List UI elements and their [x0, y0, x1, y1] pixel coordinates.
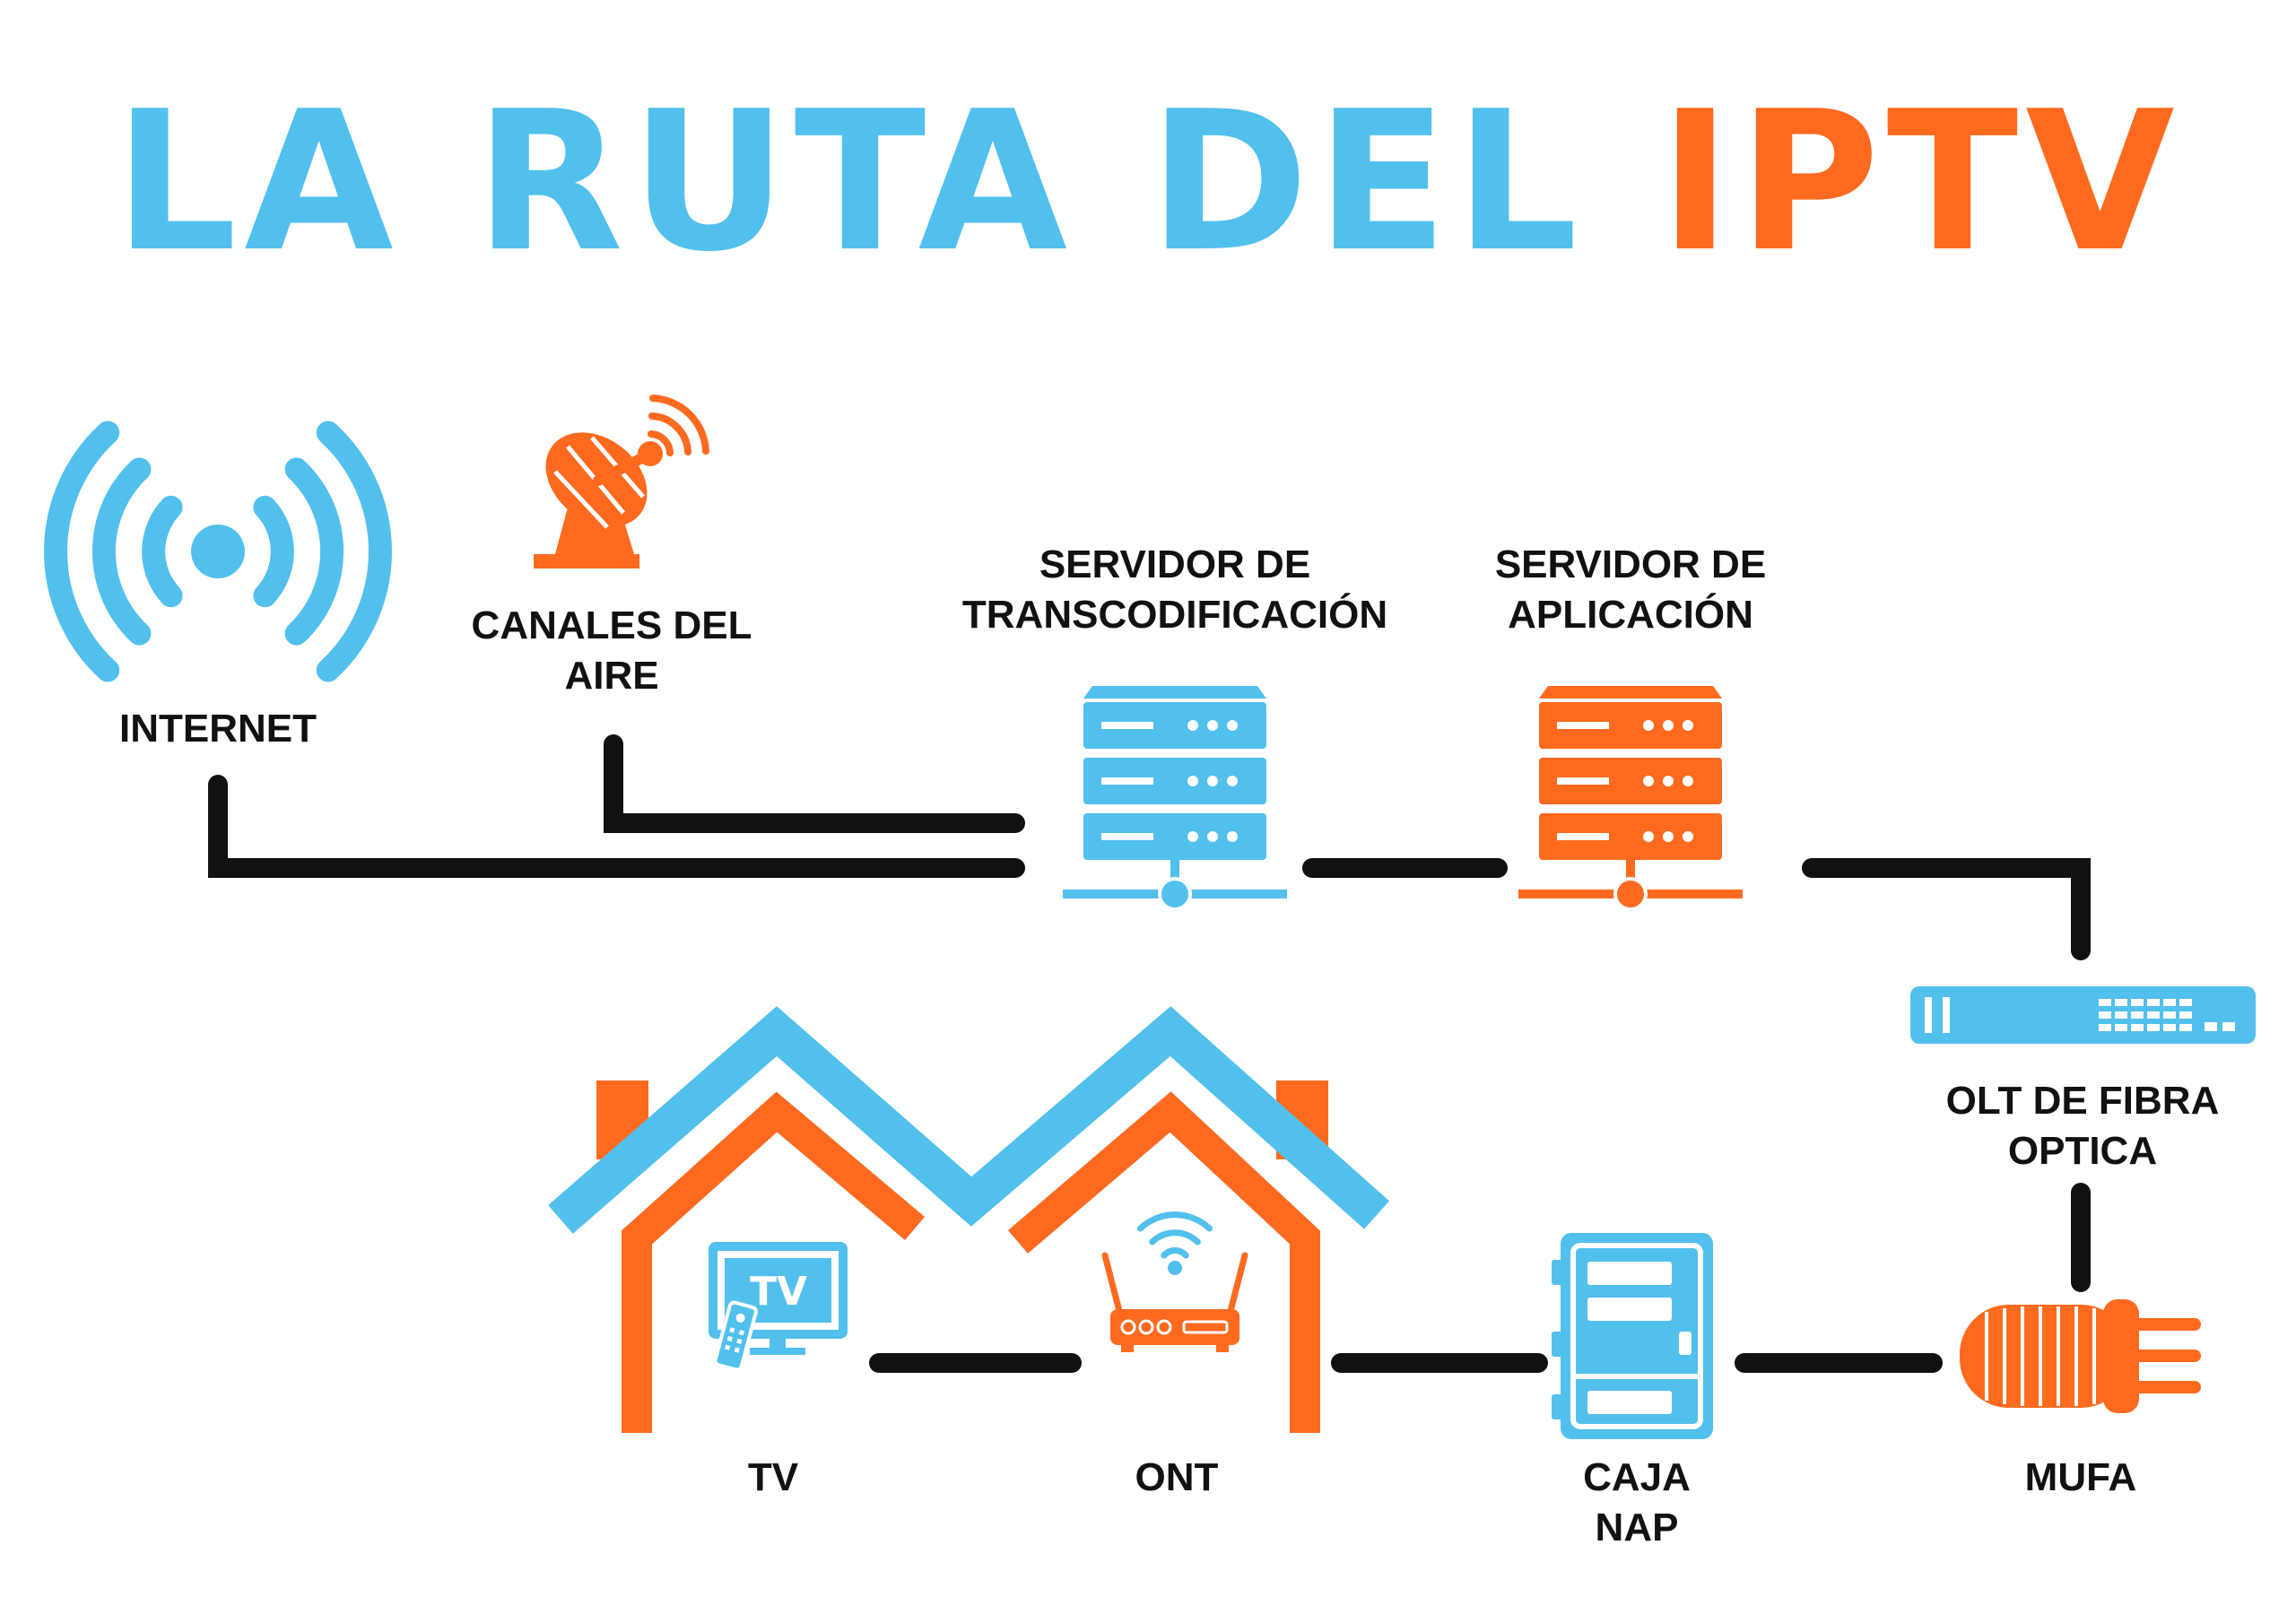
server-icon-app — [1518, 686, 1743, 911]
router-icon — [1101, 1211, 1248, 1352]
tv-screen-text: TV — [750, 1269, 807, 1315]
wifi-signal-icon — [44, 421, 392, 682]
label-app-server: SERVIDOR DE APLICACIÓN — [1494, 542, 1767, 637]
label-ont: ONT — [1135, 1455, 1219, 1499]
server-icon-transcoder — [1063, 686, 1287, 911]
page-title: LA RUTA DEL IPTV — [0, 85, 2296, 278]
connector-internet — [208, 775, 1025, 878]
label-transcoder: SERVIDOR DE TRANSCODIFICACIÓN — [961, 542, 1388, 637]
label-internet: INTERNET — [119, 707, 317, 751]
connector-channels — [604, 734, 1025, 833]
olt-device-icon — [1910, 986, 2256, 1044]
label-mufa: MUFA — [2024, 1455, 2137, 1499]
connector-app-olt — [1802, 858, 2091, 960]
title-part-2: IPTV — [1659, 69, 2182, 294]
splice-closure-icon — [1960, 1299, 2201, 1413]
tv-icon: TV — [709, 1242, 848, 1372]
label-tv: TV — [747, 1455, 799, 1499]
house-icon — [548, 1006, 1389, 1433]
label-nap: CAJA NAP — [1583, 1455, 1691, 1549]
nap-box-icon — [1552, 1233, 1713, 1439]
wifi-center-dot — [191, 525, 245, 578]
title-part-1: LA RUTA DEL — [114, 69, 1660, 294]
label-channels: CANALES DEL AIRE — [471, 603, 752, 698]
connectors — [208, 734, 2091, 1373]
label-olt: OLT DE FIBRA OPTICA — [1945, 1079, 2220, 1173]
satellite-dish-icon — [534, 395, 709, 568]
